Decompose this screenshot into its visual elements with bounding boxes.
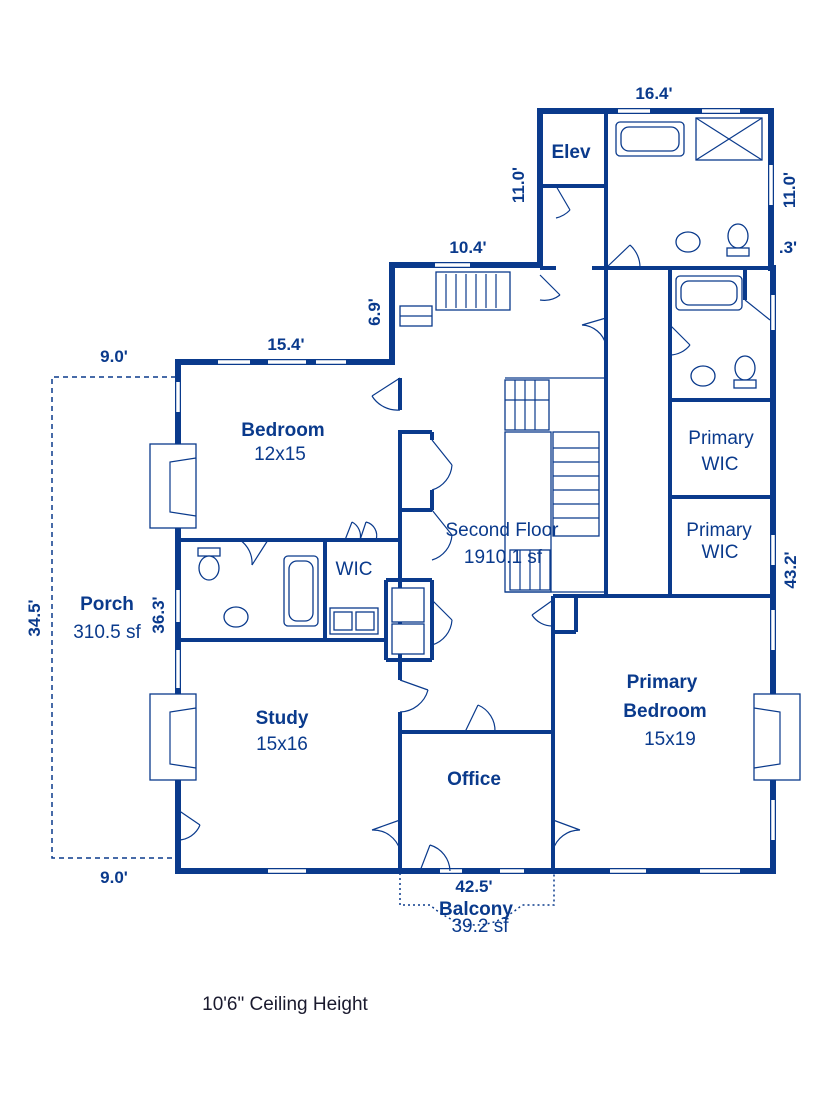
floor-label: Second Floor	[445, 520, 559, 541]
dim-stair-top: 10.4'	[449, 238, 486, 257]
dim-porch-top: 9.0'	[100, 347, 128, 366]
balcony-name: Balcony	[439, 899, 513, 920]
stairs	[399, 271, 606, 593]
dim-porch-bottom: 9.0'	[100, 868, 128, 887]
dim-porch-height: 34.5'	[25, 599, 44, 636]
wic-name: WIC	[336, 559, 373, 580]
dim-south-wall: 42.5'	[455, 877, 492, 896]
primary-bedroom-name-1: Primary	[627, 672, 698, 693]
primary-wic-2-line1: Primary	[686, 520, 752, 541]
dim-bath-height: 11.0'	[780, 172, 799, 208]
primary-wic-1-line1: Primary	[688, 428, 754, 449]
dim-stair-side: 6.9'	[365, 298, 384, 326]
study-name: Study	[256, 708, 309, 729]
bath-fixtures	[197, 117, 763, 655]
ceiling-height-note: 10'6" Ceiling Height	[202, 994, 368, 1015]
dim-top-bath-width: 16.4'	[635, 84, 672, 103]
windows	[176, 109, 775, 873]
bedroom-name: Bedroom	[241, 420, 324, 441]
dim-bath-offset: .3'	[779, 238, 797, 257]
primary-wic-2-line2: WIC	[702, 542, 739, 563]
fireplaces	[149, 443, 801, 781]
porch-name: Porch	[80, 594, 134, 615]
dim-elev-height: 11.0'	[509, 167, 528, 203]
exterior-walls	[175, 108, 776, 874]
office-name: Office	[447, 769, 501, 790]
dim-west-wall: 36.3'	[149, 596, 168, 633]
porch-outline	[51, 376, 176, 859]
dim-bedroom-width: 15.4'	[267, 335, 304, 354]
doors	[177, 185, 771, 872]
bedroom-size: 12x15	[254, 444, 306, 465]
primary-bedroom-name-2: Bedroom	[623, 701, 706, 722]
floor-area: 1910.1 sf	[464, 547, 543, 568]
primary-bedroom-size: 15x19	[644, 729, 696, 750]
interior-walls	[178, 111, 773, 871]
balcony-area: 39.2 sf	[451, 916, 509, 937]
primary-wic-1-line2: WIC	[702, 454, 739, 475]
study-size: 15x16	[256, 734, 308, 755]
elev-name: Elev	[551, 142, 591, 163]
porch-area: 310.5 sf	[73, 622, 141, 643]
dim-east-wall: 43.2'	[781, 551, 800, 588]
